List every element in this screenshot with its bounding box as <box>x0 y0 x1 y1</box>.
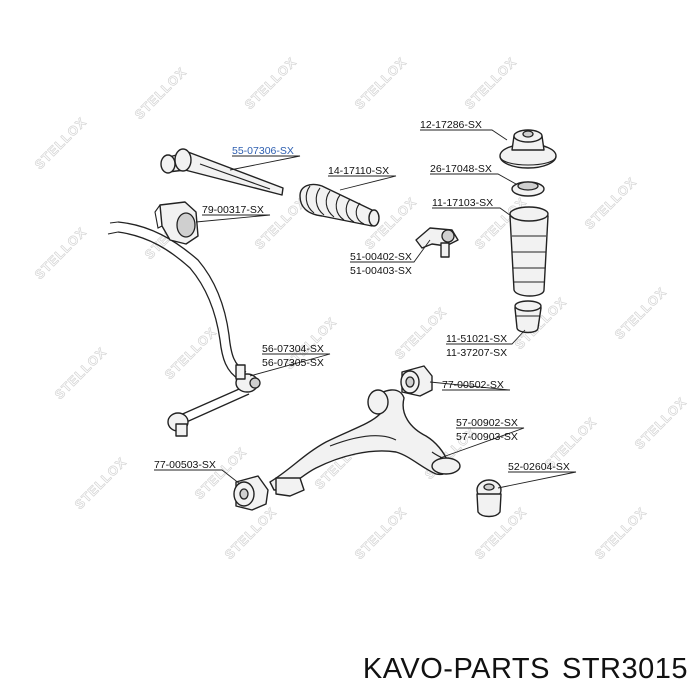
watermark-text: STELLOX <box>462 54 520 112</box>
watermark-text: STELLOX <box>52 344 110 402</box>
part-label[interactable]: 56-07305-SX <box>262 357 324 369</box>
watermark-text: STELLOX <box>592 504 650 562</box>
part-label[interactable]: 77-00503-SX <box>154 459 216 471</box>
product-caption: KAVO-PARTS STR3015 <box>363 653 688 686</box>
part-label[interactable]: 57-00903-SX <box>456 431 518 443</box>
stabilizer-bar <box>107 221 247 381</box>
tie-rod <box>160 148 284 196</box>
bump-stop <box>514 300 542 334</box>
watermark-text: STELLOX <box>132 64 190 122</box>
part-labels: 12-17286-SX 55-07306-SX 26-17048-SX 14-1… <box>154 119 570 473</box>
part-label[interactable]: 14-17110-SX <box>328 165 389 177</box>
watermark-text: STELLOX <box>352 504 410 562</box>
part-label[interactable]: 11-51021-SX <box>446 333 507 345</box>
watermark-text: STELLOX <box>392 304 450 362</box>
part-number: STR3015 <box>561 653 688 685</box>
part-label[interactable]: 11-17103-SX <box>432 197 493 209</box>
watermark-text: STELLOX <box>582 174 640 232</box>
part-label[interactable]: 52-02604-SX <box>508 461 570 473</box>
watermark-text: STELLOX <box>352 54 410 112</box>
watermark-text: STELLOX <box>632 394 690 452</box>
part-label[interactable]: 79-00317-SX <box>202 204 264 216</box>
part-label[interactable]: 12-17286-SX <box>420 119 482 131</box>
stabilizer-link <box>167 364 261 437</box>
strut-bearing <box>511 181 545 197</box>
watermark-text: STELLOX <box>72 454 130 512</box>
part-label[interactable]: 56-07304-SX <box>262 343 324 355</box>
watermark-layer: STELLOX STELLOX STELLOX STELLOX STELLOX STELL… <box>31 54 690 563</box>
watermark-text: STELLOX <box>612 284 670 342</box>
control-arm-front-bushing <box>400 365 433 397</box>
watermark-text: STELLOX <box>162 324 220 382</box>
control-arm-rear-bushing <box>233 475 305 511</box>
part-label[interactable]: 51-00402-SX <box>350 251 412 263</box>
strut-dust-boot <box>509 206 549 297</box>
stabilizer-bushing <box>154 201 199 245</box>
part-label[interactable]: 51-00403-SX <box>350 265 412 277</box>
watermark-text: STELLOX <box>242 54 300 112</box>
part-label[interactable]: 57-00902-SX <box>456 417 518 429</box>
steering-boot <box>299 183 380 227</box>
part-label-highlighted[interactable]: 55-07306-SX <box>232 145 294 157</box>
watermark-text: STELLOX <box>222 504 280 562</box>
part-label[interactable]: 11-37207-SX <box>446 347 507 359</box>
ball-joint <box>476 479 502 518</box>
lower-control-arm <box>269 389 461 491</box>
brand-name: KAVO-PARTS <box>362 653 550 685</box>
part-label[interactable]: 77-00502-SX <box>442 379 504 391</box>
strut-top-mount <box>499 129 557 169</box>
watermark-text: STELLOX <box>32 114 90 172</box>
leader-lines <box>154 129 577 489</box>
tie-rod-end <box>415 227 459 258</box>
part-label[interactable]: 26-17048-SX <box>430 163 492 175</box>
watermark-text: STELLOX <box>32 224 90 282</box>
